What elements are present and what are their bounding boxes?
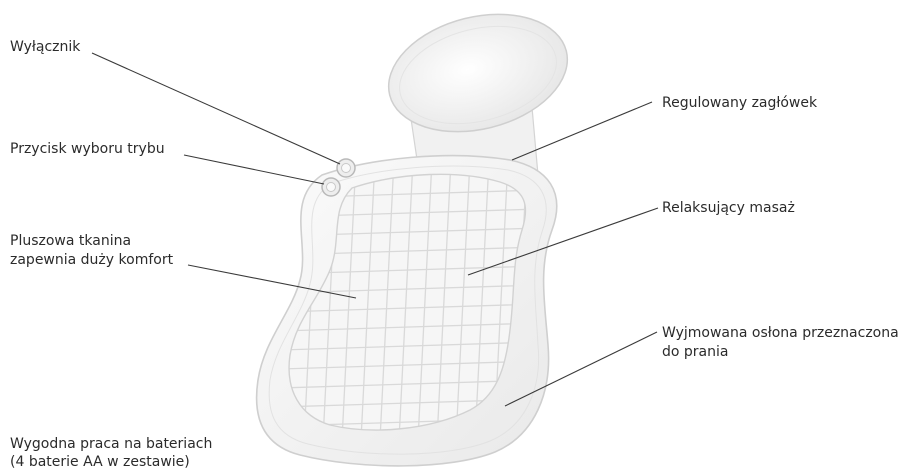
switch-label: Wyłącznik bbox=[10, 38, 80, 56]
headrest-pillow bbox=[376, 0, 580, 149]
leader-mode-button bbox=[184, 155, 324, 184]
removable-cover-label-line2: do prania bbox=[662, 343, 728, 361]
mode-button-icon[interactable] bbox=[322, 178, 340, 196]
massage-label: Relaksujący masaż bbox=[662, 199, 795, 217]
plush-fabric-label-line2: zapewnia duży komfort bbox=[10, 251, 173, 269]
battery-label-line1: Wygodna praca na bateriach bbox=[10, 435, 212, 453]
headrest-label: Regulowany zagłówek bbox=[662, 94, 817, 112]
mode-button-label: Przycisk wyboru trybu bbox=[10, 140, 165, 158]
power-switch-icon[interactable] bbox=[337, 159, 355, 177]
battery-label-line2: (4 baterie AA w zestawie) bbox=[10, 453, 190, 471]
removable-cover-label-line1: Wyjmowana osłona przeznaczona bbox=[662, 324, 899, 342]
plush-fabric-label-line1: Pluszowa tkanina bbox=[10, 232, 131, 250]
